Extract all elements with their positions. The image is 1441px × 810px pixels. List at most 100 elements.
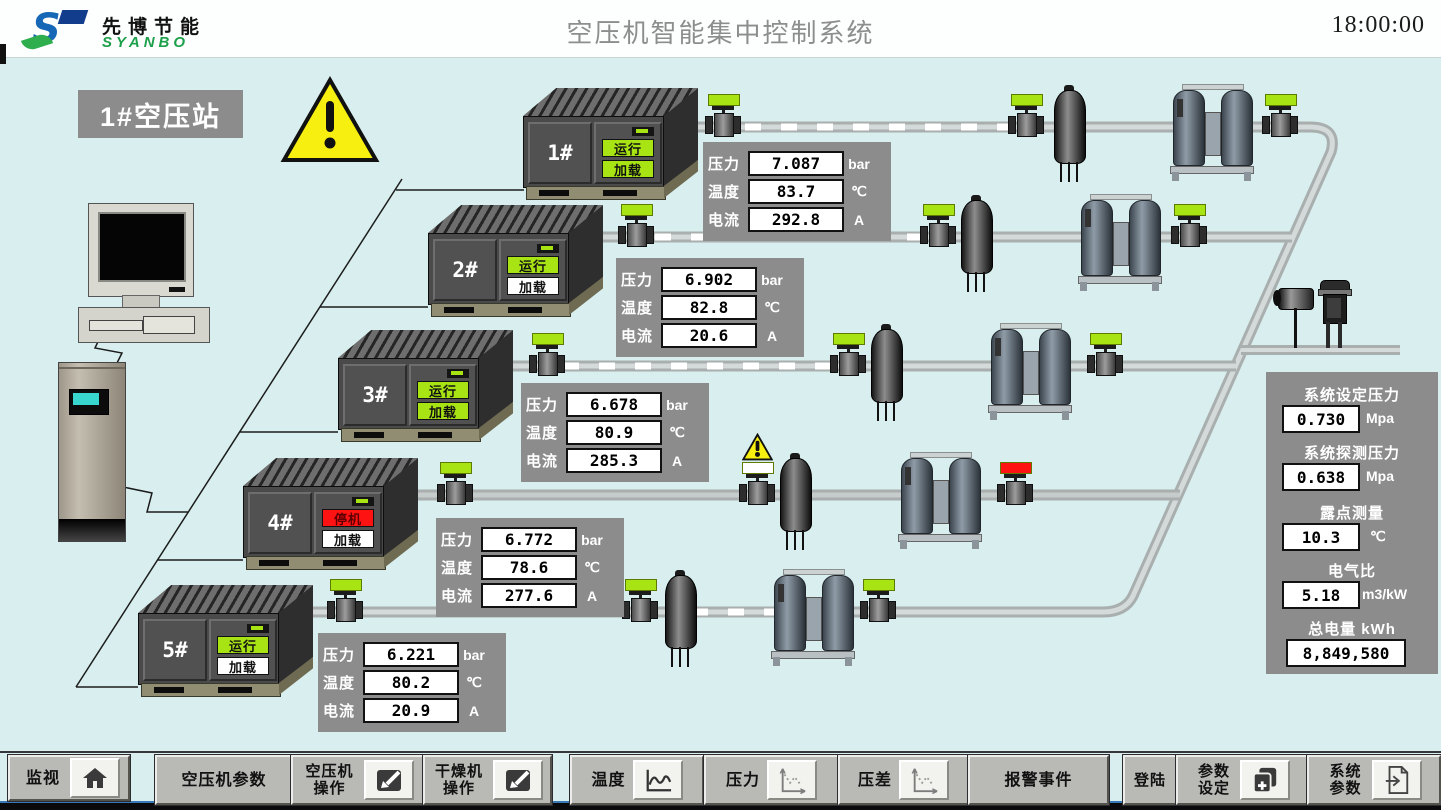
compressor-base xyxy=(341,428,481,442)
set-pressure-value: 0.730 xyxy=(1282,405,1360,433)
temperature-label: 温度 xyxy=(621,300,654,317)
compressor-front-face: 3# 运行 加载 xyxy=(338,358,479,430)
valve[interactable] xyxy=(527,333,567,379)
company-logo: S 先博节能 SYANBO xyxy=(14,4,244,54)
compressor-params-button[interactable]: 空压机参数 xyxy=(155,755,293,805)
valve[interactable] xyxy=(828,333,868,379)
alarm-events-label: 报警事件 xyxy=(1004,771,1073,789)
compressor-vent-slot xyxy=(537,244,559,253)
valve-indicator xyxy=(708,94,740,106)
left-edge-tick xyxy=(0,44,6,64)
compressor-5[interactable]: 5# 运行 加载 xyxy=(138,585,313,697)
compressor-2[interactable]: 2# 运行 加载 xyxy=(428,205,603,317)
logo-company-name-en: SYANBO xyxy=(102,34,190,51)
compressor-operate-button[interactable]: 空压机操作 xyxy=(291,755,425,805)
monitor-screen xyxy=(98,212,186,282)
valve-indicator xyxy=(440,462,472,474)
valve-indicator xyxy=(1000,462,1032,474)
current-value: 277.6 xyxy=(481,583,577,608)
pressure-diff-label: 压差 xyxy=(857,771,892,789)
dryer-operate-button[interactable]: 干燥机操作 xyxy=(423,755,552,805)
compressor-4[interactable]: 4# 停机 加载 xyxy=(243,458,418,570)
air-dryer xyxy=(898,450,982,550)
pressure-unit: bar xyxy=(666,396,688,413)
compressor-number: 2# xyxy=(452,258,478,282)
air-receiver-tank xyxy=(663,570,697,670)
valve[interactable] xyxy=(737,462,777,508)
valve[interactable] xyxy=(1169,204,1209,250)
pressure-unit: bar xyxy=(581,531,603,548)
dew-point-label: 露点测量 xyxy=(1319,505,1384,522)
system-summary-panel: 系统设定压力 0.730 Mpa 系统探测压力 0.638 Mpa 露点测量 1… xyxy=(1266,372,1438,674)
compressor-params-label: 空压机参数 xyxy=(181,771,267,789)
compressor-number-panel: 3# xyxy=(343,364,407,426)
set-pressure-label: 系统设定压力 xyxy=(1303,387,1400,404)
pressure-label: 压力 xyxy=(708,156,741,173)
compressor-3[interactable]: 3# 运行 加载 xyxy=(338,330,513,442)
pressure-label: 压力 xyxy=(323,647,356,664)
valve[interactable] xyxy=(1085,333,1125,379)
valve-indicator xyxy=(742,462,774,474)
system-params-button[interactable]: 系统参数 xyxy=(1307,755,1441,805)
pressure-label: 压力 xyxy=(441,532,474,549)
pressure-label: 压力 xyxy=(621,272,654,289)
valve[interactable] xyxy=(1260,94,1300,140)
login-button[interactable]: 登陆 xyxy=(1123,755,1177,805)
run-status-badge: 运行 xyxy=(602,139,654,157)
page-title: 空压机智能集中控制系统 xyxy=(566,18,875,48)
compressor-top-face xyxy=(243,458,418,486)
valve[interactable] xyxy=(995,462,1035,508)
run-status-badge: 停机 xyxy=(322,509,374,527)
pressure-trend-button[interactable]: 压力 xyxy=(704,755,839,805)
monitor-view-button[interactable]: 监视 xyxy=(8,755,130,801)
temperature-value: 82.8 xyxy=(661,295,757,320)
electric-ratio-unit: m3/kW xyxy=(1362,586,1408,602)
dew-point-value: 10.3 xyxy=(1282,523,1360,551)
valve-indicator xyxy=(863,579,895,591)
station-name-badge: 1#空压站 xyxy=(78,90,243,138)
compressor-status-panel: 运行 加载 xyxy=(499,239,567,301)
valve[interactable] xyxy=(858,579,898,625)
valve-indicator xyxy=(1265,94,1297,106)
logo-flag-shape xyxy=(57,10,89,24)
compressor-1[interactable]: 1# 运行 加载 xyxy=(523,88,698,200)
valve[interactable] xyxy=(1006,94,1046,140)
temperature-trend-button[interactable]: 温度 xyxy=(570,755,704,805)
valve[interactable] xyxy=(325,579,365,625)
alarm-events-button[interactable]: 报警事件 xyxy=(968,755,1109,805)
param-setting-button[interactable]: 参数设定 xyxy=(1176,755,1309,805)
air-dryer xyxy=(1170,82,1254,182)
valve[interactable] xyxy=(435,462,475,508)
workstation-monitor xyxy=(88,203,194,297)
pressure-diff-trend-button[interactable]: 压差 xyxy=(838,755,969,805)
toolbar-top-divider xyxy=(0,751,1441,753)
electric-ratio-value: 5.18 xyxy=(1282,581,1360,609)
valve-indicator xyxy=(1090,333,1122,345)
temperature-unit: ℃ xyxy=(584,559,600,575)
copy-plus-icon xyxy=(1240,760,1290,800)
temperature-unit: ℃ xyxy=(764,299,780,315)
valve[interactable] xyxy=(616,204,656,250)
current-label: 电流 xyxy=(708,212,741,229)
temperature-unit: ℃ xyxy=(669,424,685,440)
compressor-front-face: 2# 运行 加载 xyxy=(428,233,569,305)
compressor-top-face xyxy=(138,585,313,613)
compressor-number: 3# xyxy=(362,383,388,407)
compressor-operate-label: 空压机操作 xyxy=(305,763,354,797)
valve[interactable] xyxy=(703,94,743,140)
valve-indicator xyxy=(923,204,955,216)
home-icon xyxy=(70,758,120,798)
temperature-value: 80.9 xyxy=(566,420,662,445)
valve-indicator xyxy=(833,333,865,345)
cabinet-top-trim xyxy=(59,367,125,369)
pressure-value: 7.087 xyxy=(748,151,844,176)
compressor-number: 1# xyxy=(547,141,573,165)
dew-point-sensor xyxy=(1278,288,1314,310)
valve[interactable] xyxy=(918,204,958,250)
valve[interactable] xyxy=(620,579,660,625)
compressor-number-panel: 5# xyxy=(143,619,207,681)
temperature-label: 温度 xyxy=(526,425,559,442)
bottom-strip xyxy=(0,801,1441,810)
